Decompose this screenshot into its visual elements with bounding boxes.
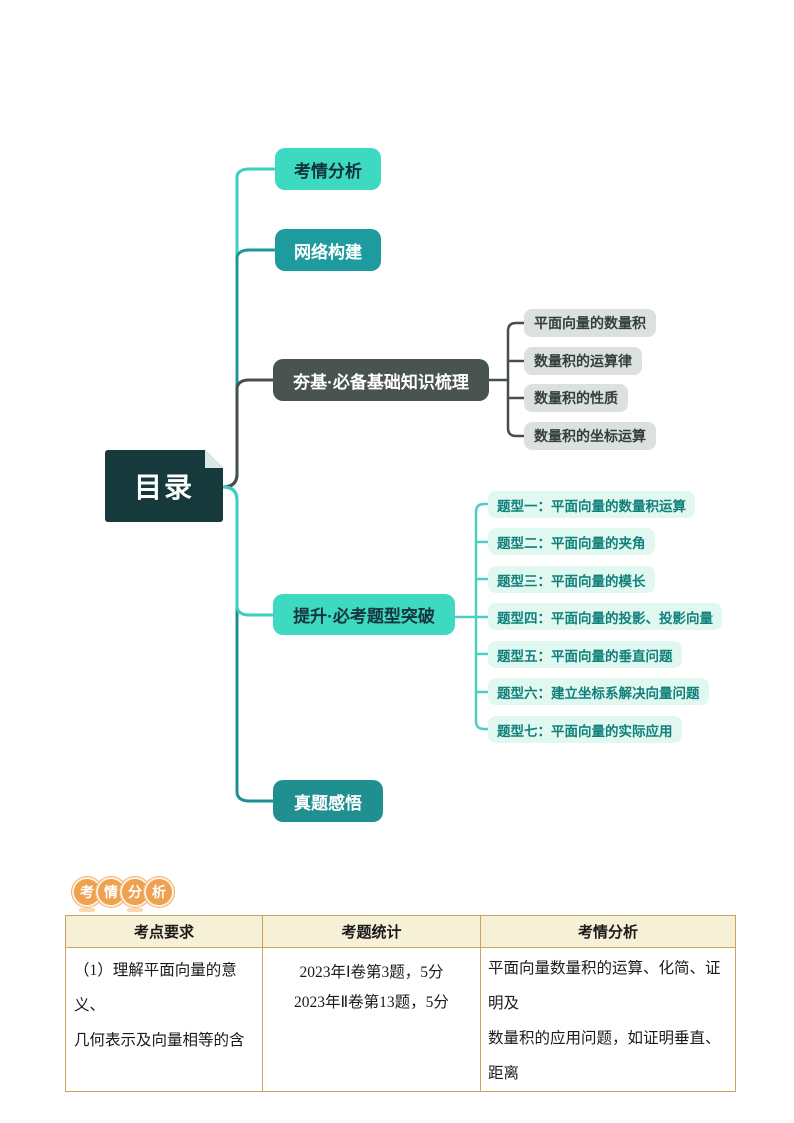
question-type-item: 题型四：平面向量的投影、投影向量 [488,603,722,630]
knowledge-item: 数量积的运算律 [524,347,642,375]
knowledge-item: 平面向量的数量积 [524,309,656,337]
knowledge-item: 数量积的坐标运算 [524,422,656,450]
edge-kaoqing [222,167,276,489]
badge-circle: 析 [144,877,174,907]
mindmap-node-real-questions: 真题感悟 [273,780,383,822]
question-type-item: 题型二：平面向量的夹角 [488,528,655,555]
knowledge-item: 数量积的性质 [524,384,628,412]
edge-tisheng [222,485,274,617]
section-badge-exam-analysis: 考 情 分 析 [72,877,174,912]
question-type-item: 题型六：建立坐标系解决向量问题 [488,678,709,705]
col-header-statistics: 考题统计 [262,915,481,948]
cell-text: 2023年Ⅰ卷第3题，5分 [299,964,444,981]
cell-text: （1）理解平面向量的意义、 [74,962,237,1014]
cell-text: 平面向量数量积的运算、化简、证明及 [488,960,721,1012]
badge-underline [79,908,95,912]
edge-zhenti [222,485,274,803]
node-label: 网络构建 [294,242,362,262]
badge-underline [127,908,143,912]
node-label: 考情分析 [294,161,362,181]
node-label: 真题感悟 [294,793,362,813]
cell-requirements: （1）理解平面向量的意义、 几何表示及向量相等的含 [65,947,263,1092]
cell-statistics: 2023年Ⅰ卷第3题，5分 2023年Ⅱ卷第13题，5分 [262,947,481,1092]
table-header-row: 考点要求 考题统计 考情分析 [65,915,736,948]
mindmap-node-question-types: 提升·必考题型突破 [273,594,455,635]
mindmap-node-foundation: 夯基·必备基础知识梳理 [273,359,489,401]
cell-text: 数量积的应用问题，如证明垂直、距离 [488,1030,721,1082]
mindmap-node-exam-analysis: 考情分析 [275,148,381,190]
table-row: （1）理解平面向量的意义、 几何表示及向量相等的含 2023年Ⅰ卷第3题，5分 … [65,947,736,1092]
edge-hangji [222,378,274,489]
question-type-item: 题型五：平面向量的垂直问题 [488,641,682,668]
question-type-item: 题型一：平面向量的数量积运算 [488,491,695,518]
cell-text: 2023年Ⅱ卷第13题，5分 [294,994,449,1011]
mindmap-node-network-build: 网络构建 [275,229,381,271]
page-fold-corner-icon [205,450,223,468]
edge-wangluo [222,248,276,489]
col-header-requirements: 考点要求 [65,915,263,948]
col-header-analysis: 考情分析 [480,915,736,948]
node-label: 提升·必考题型突破 [293,607,435,626]
cell-analysis: 平面向量数量积的运算、化简、证明及 数量积的应用问题，如证明垂直、距离 [480,947,736,1092]
node-label: 夯基·必备基础知识梳理 [293,372,469,392]
tisheng-sub-edges [455,502,488,731]
exam-analysis-table: 考点要求 考题统计 考情分析 （1）理解平面向量的意义、 几何表示及向量相等的含… [65,915,736,1092]
hangji-sub-edges [489,321,524,438]
cell-text: 几何表示及向量相等的含 [74,1032,245,1049]
root-label: 目录 [133,472,194,503]
question-type-item: 题型七：平面向量的实际应用 [488,716,682,743]
mindmap-root-toc: 目录 [105,450,223,522]
question-type-item: 题型三：平面向量的模长 [488,566,655,593]
